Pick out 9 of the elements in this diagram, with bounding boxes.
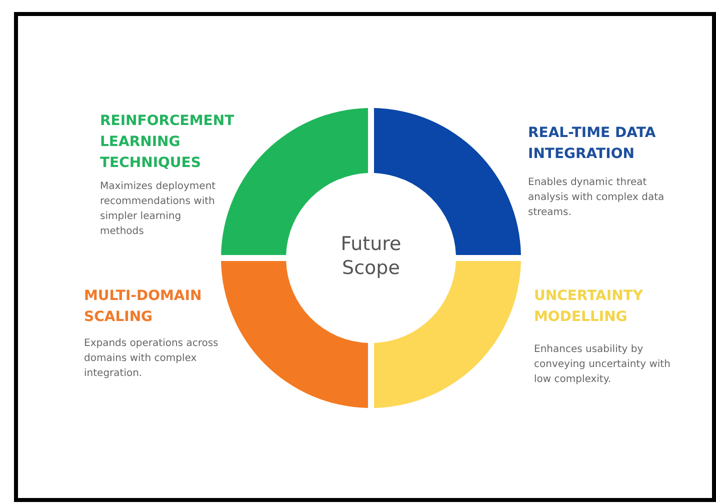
section-description: Enables dynamic threat analysis with complex data streams. xyxy=(528,176,666,220)
section-heading: REAL-TIME DATA INTEGRATION xyxy=(528,124,657,164)
section-description: Maximizes deployment recommendations with simpler learning methods xyxy=(100,180,217,239)
section-heading: UNCERTAINTY MODELLING xyxy=(534,287,644,327)
section-heading: REINFORCEMENT LEARNING TECHNIQUES xyxy=(100,112,236,173)
section-description: Expands operations across domains with complex integration. xyxy=(84,337,220,381)
section-heading: MULTI-DOMAIN SCALING xyxy=(84,287,203,327)
section-description: Enhances usability by conveying uncertainty with low complexity. xyxy=(534,343,672,387)
center-label: Future Scope xyxy=(321,232,421,280)
